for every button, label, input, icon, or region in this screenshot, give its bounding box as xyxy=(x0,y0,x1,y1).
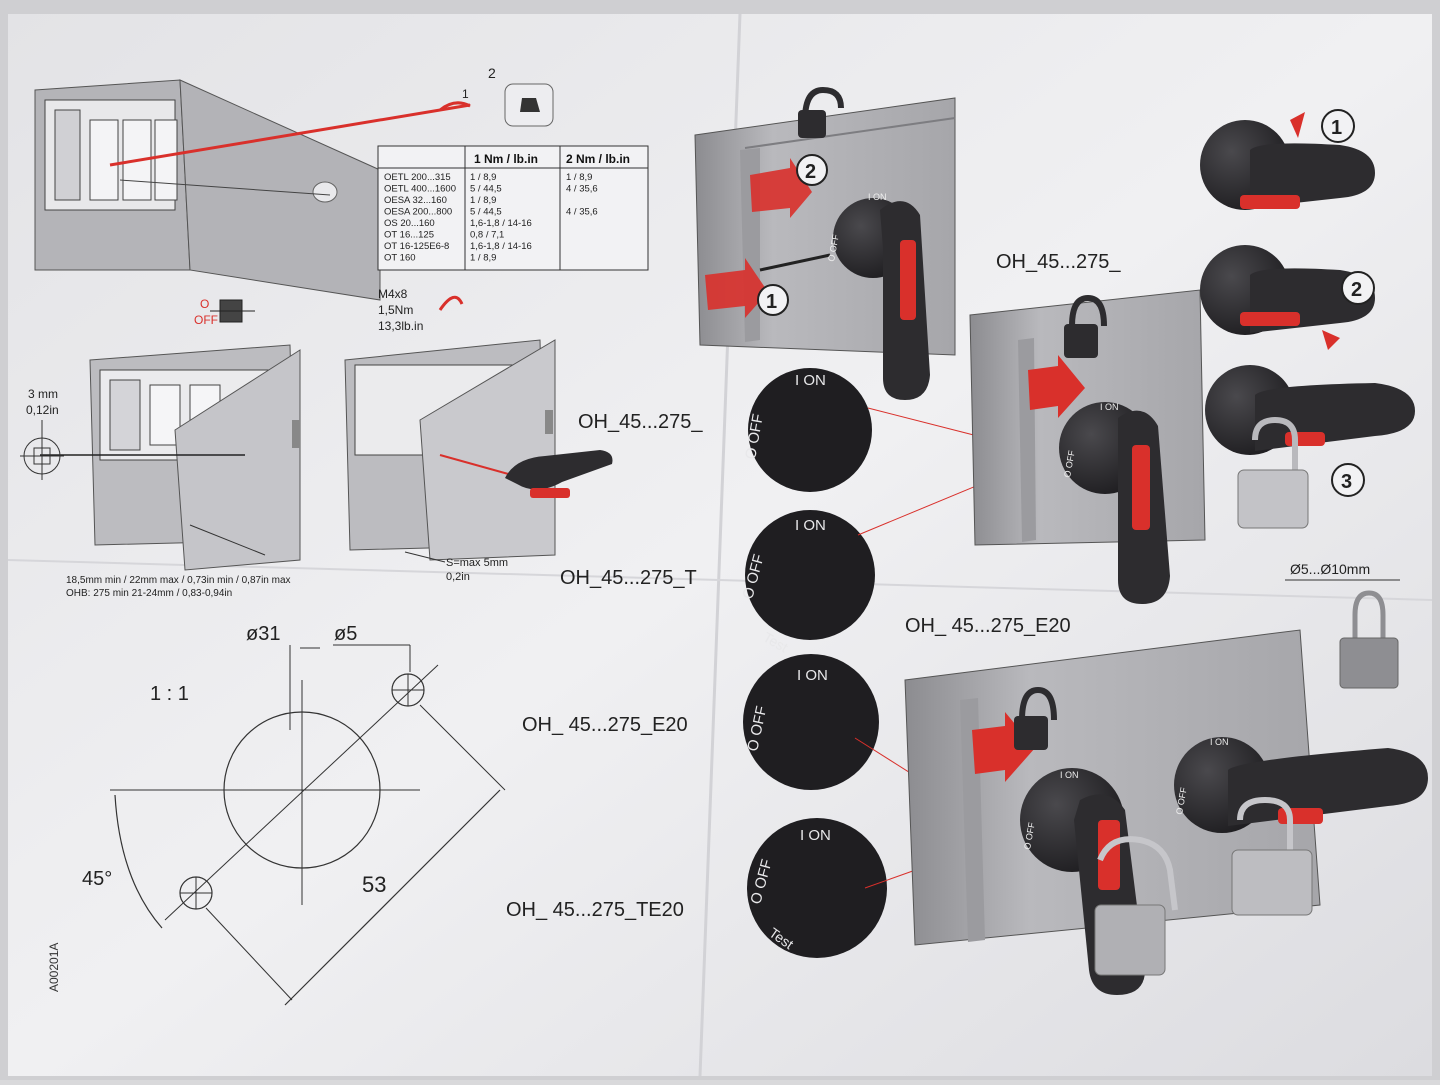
dial-label-te20: OH_ 45...275_TE20 xyxy=(506,899,684,921)
e20-knob-off: O OFF xyxy=(1022,821,1037,850)
step-right-2: 2 xyxy=(1351,279,1362,301)
handle-steps: 1 2 3 xyxy=(1200,109,1415,529)
fold-line xyxy=(7,559,1433,601)
padlock-closed-icon xyxy=(1069,294,1107,327)
e20-right-knob-on: I ON xyxy=(1210,737,1229,747)
table-cell-model: OETL 400...1600 xyxy=(384,184,456,195)
angle-label: 45° xyxy=(82,868,112,890)
handle-mounted xyxy=(505,450,613,490)
padlock-hung-icon xyxy=(1237,469,1309,529)
callout-1: 1 xyxy=(462,87,469,101)
table-cell-v1: 1 / 8,9 xyxy=(470,253,496,264)
locked-knob-off: O OFF xyxy=(1062,449,1077,478)
knob-on: I ON xyxy=(868,192,887,202)
off-indicator-o: O xyxy=(200,297,209,311)
padlock-open-icon xyxy=(802,86,844,121)
e20-knob-on: I ON xyxy=(1060,770,1079,780)
depth-spec-2: OHB: 275 min 21-24mm / 0,83-0,94in xyxy=(66,588,232,599)
table-cell-v1: 5 / 44,5 xyxy=(470,184,502,195)
distance-label: 53 xyxy=(362,872,386,897)
table-cell-v1: 1 / 8,9 xyxy=(470,195,496,206)
step-2: 2 xyxy=(805,161,816,183)
s-max: S=max 5mm xyxy=(446,557,508,569)
table-cell-v2: 4 / 35,6 xyxy=(566,184,598,195)
s-in: 0,2in xyxy=(446,571,470,583)
table-cell-model: OS 20...160 xyxy=(384,218,435,229)
table-cell-v1: 1,6-1,8 / 14-16 xyxy=(470,241,532,252)
diameter-31: ø31 xyxy=(246,623,280,645)
diameter-5: ø5 xyxy=(334,623,357,645)
table-cell-model: OT 16...125 xyxy=(384,230,434,241)
table-cell-model: OESA 200...800 xyxy=(384,207,452,218)
callout-2: 2 xyxy=(488,65,496,81)
dial-e20 xyxy=(743,654,879,790)
locked-knob-on: I ON xyxy=(1100,402,1119,412)
table-cell-v2: 1 / 8,9 xyxy=(566,172,592,183)
table-cell-model: OT 160 xyxy=(384,253,416,264)
dial-list: I ON O OFF I ON O OFF Test I ON O OFF I … xyxy=(506,368,1059,958)
table-cell-v2: 4 / 35,6 xyxy=(566,207,598,218)
dial-te20-on: I ON xyxy=(800,827,831,844)
door-closing-diagram: I ON O OFF 2 1 xyxy=(694,86,956,400)
scale-label: 1 : 1 xyxy=(150,683,189,705)
shackle-diameter: Ø5...Ø10mm xyxy=(1290,561,1370,577)
dial-te20 xyxy=(747,818,887,958)
knob-off: O OFF xyxy=(826,233,841,262)
dial-standard xyxy=(748,368,872,492)
padlock-e20-icon xyxy=(1019,686,1057,721)
model-upper: OH_45...275_ xyxy=(996,251,1121,273)
door-locked-diagram: I ON O OFF OH_45...275_ xyxy=(969,251,1206,604)
torque-table: 1 Nm / lb.in 2 Nm / lb.in OETL 200...315… xyxy=(377,145,649,271)
gap-in: 0,12in xyxy=(26,403,59,417)
table-cell-v1: 1,6-1,8 / 14-16 xyxy=(470,218,532,229)
gap-mm: 3 mm xyxy=(28,387,58,401)
dial-label-e20: OH_ 45...275_E20 xyxy=(522,714,688,736)
drilling-template xyxy=(110,644,506,1006)
table-header-1: 1 Nm / lb.in xyxy=(474,152,538,166)
table-cell-v1: 0,8 / 7,1 xyxy=(470,230,504,241)
table-cell-model: OETL 200...315 xyxy=(384,172,451,183)
screw-spec: M4x8 xyxy=(378,287,408,301)
switch-assembly-mounting: M4x8 1,5Nm 13,3lb.in S=max 5mm 0,2in xyxy=(344,287,613,583)
switch-assembly-top: 2 1 xyxy=(34,65,554,301)
table-cell-model: OT 16-125E6-8 xyxy=(384,241,449,252)
torque-lb: 13,3lb.in xyxy=(378,319,423,333)
door-e20-diagram: OH_ 45...275_E20 I ON O OFF I ON O OFF xyxy=(904,615,1428,995)
dial-label-test: OH_45...275_T xyxy=(560,567,697,589)
off-indicator: OFF xyxy=(194,313,218,327)
dial-label-standard: OH_45...275_ xyxy=(578,411,703,433)
dial-standard-on: I ON xyxy=(795,372,826,389)
shackle-spec: Ø5...Ø10mm xyxy=(1285,561,1400,689)
dial-test-on: I ON xyxy=(795,517,826,534)
door-panel xyxy=(179,79,381,301)
depth-spec-1: 18,5mm min / 22mm max / 0,73in min / 0,8… xyxy=(66,575,291,586)
padlock-spec-icon xyxy=(1339,637,1399,689)
step-right-3: 3 xyxy=(1341,471,1352,493)
model-lower: OH_ 45...275_E20 xyxy=(905,615,1071,637)
dial-test xyxy=(745,510,875,640)
table-cell-v1: 1 / 8,9 xyxy=(470,172,496,183)
table-cell-v1: 5 / 44,5 xyxy=(470,207,502,218)
switch-assembly-alignment: O OFF 3 mm 0,12in 18,5mm min / 22mm max … xyxy=(20,297,301,599)
dial-e20-on: I ON xyxy=(797,667,828,684)
door-panel-open xyxy=(174,349,301,571)
step-right-1: 1 xyxy=(1331,117,1342,139)
table-cell-model: OESA 32...160 xyxy=(384,195,447,206)
table-header-2: 2 Nm / lb.in xyxy=(566,152,630,166)
torque-nm: 1,5Nm xyxy=(378,303,413,317)
document-code: A00201A xyxy=(47,943,61,992)
e20-right-knob-off: O OFF xyxy=(1174,786,1189,815)
step-1: 1 xyxy=(766,291,777,313)
